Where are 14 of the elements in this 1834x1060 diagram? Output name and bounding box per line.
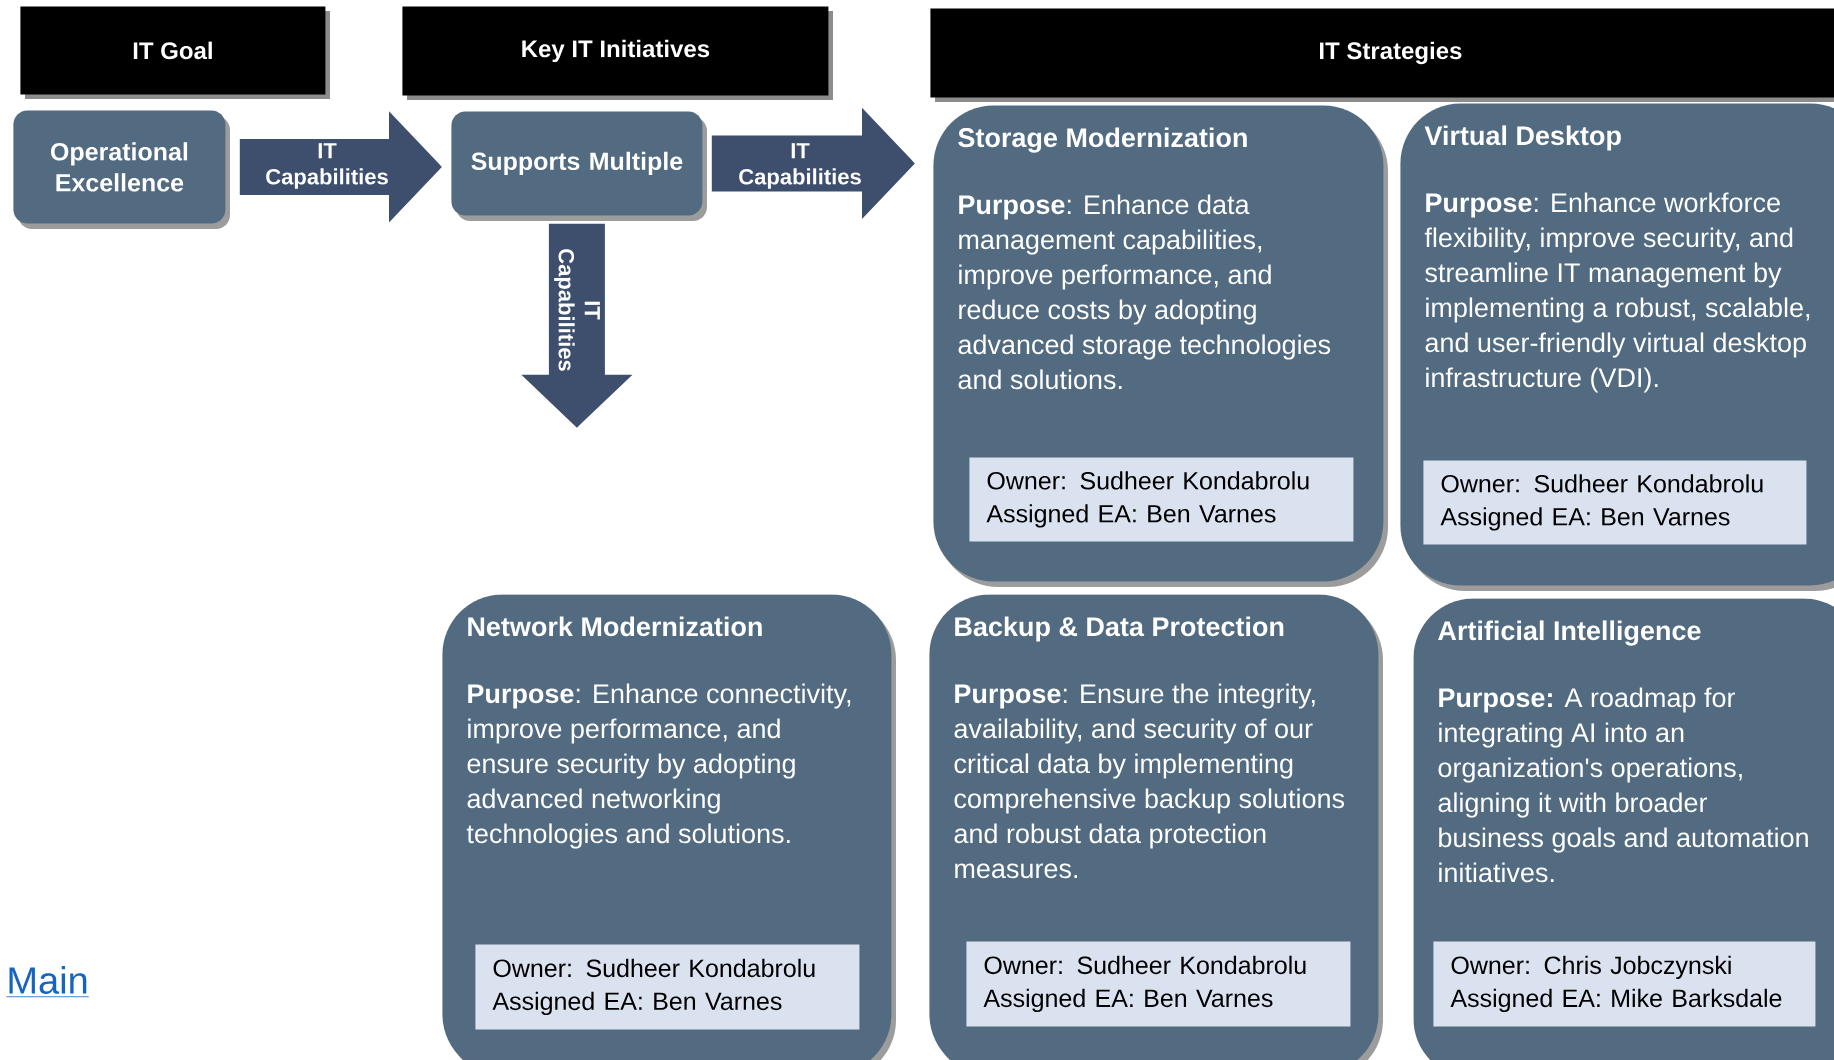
- header-bar: Key IT Initiatives: [402, 6, 833, 100]
- owner-box: Owner: Sudheer Kondabrolu Assigned EA: Ben Varnes: [966, 941, 1351, 1027]
- owner-box: Owner: Sudheer Kondabrolu Assigned EA: Ben Varnes: [969, 457, 1354, 542]
- header-bar: IT Goal: [20, 6, 330, 99]
- rounded-box: Operational Excellence: [13, 110, 230, 229]
- edge-label: IT Capabilities: [723, 141, 877, 191]
- owner-box: Owner: Sudheer Kondabrolu Assigned EA: Ben Varnes: [475, 944, 860, 1030]
- link-text: Main: [6, 966, 90, 998]
- owner-box: Owner: Sudheer Kondabrolu Assigned EA: Ben Varnes: [1423, 460, 1807, 545]
- owner-box: Owner: Chris Jobczynski Assigned EA: Mike Barksdale: [1433, 941, 1816, 1027]
- edge-label: IT Capabilities: [552, 233, 602, 387]
- rounded-box: Supports Multiple: [451, 111, 707, 221]
- edge-label: IT Capabilities: [250, 141, 404, 191]
- header-bar: IT Strategies: [930, 8, 1834, 102]
